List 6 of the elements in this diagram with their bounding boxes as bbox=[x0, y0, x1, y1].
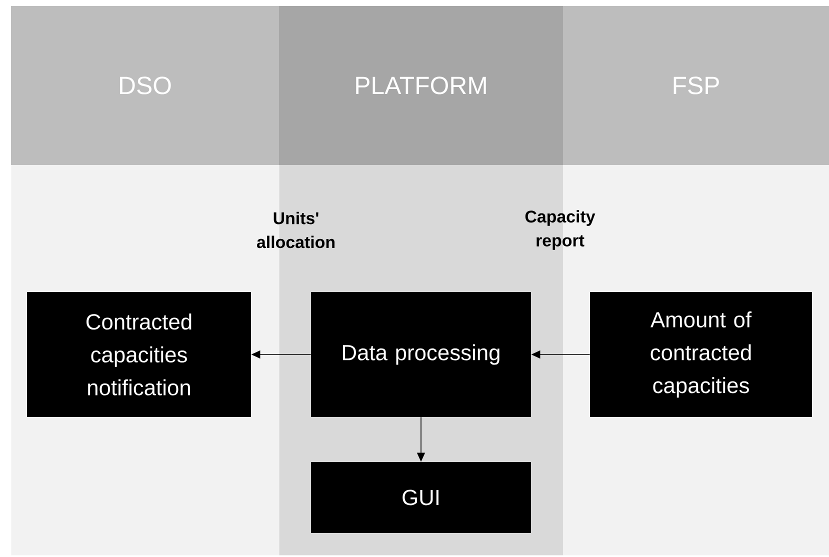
flow-label: Capacity report bbox=[525, 210, 596, 250]
process-box: Amount of contracted capacities bbox=[590, 292, 812, 417]
flow-label: Units' allocation bbox=[256, 212, 334, 248]
process-box: Contracted capacities notification bbox=[27, 292, 251, 417]
process-box: GUI bbox=[311, 462, 531, 533]
process-box: Data processing bbox=[311, 292, 531, 417]
